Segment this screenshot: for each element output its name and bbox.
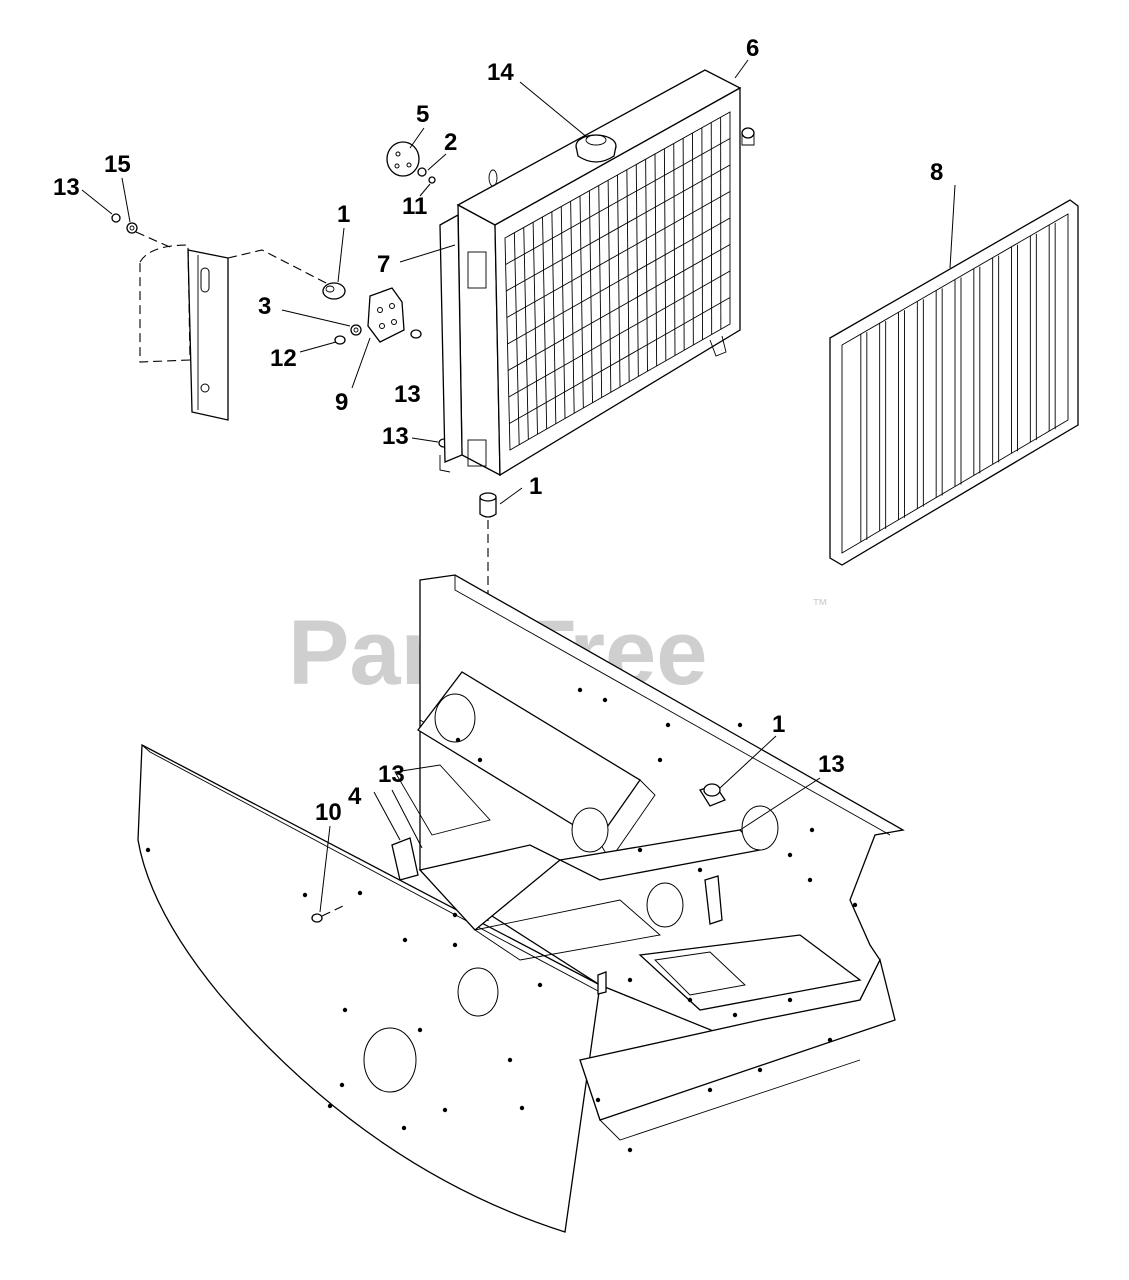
callout-1-lower: 1 — [529, 473, 542, 500]
callout-3: 3 — [258, 293, 271, 320]
callout-13-frame-right: 13 — [818, 751, 845, 778]
machine-frame — [137, 574, 905, 1233]
callout-labels: 14 6 5 2 11 13 15 1 7 8 3 12 9 13 13 1 1… — [53, 35, 943, 826]
watermark-trademark: ™ — [812, 597, 828, 614]
callout-2: 2 — [444, 129, 457, 156]
callout-7: 7 — [377, 251, 390, 278]
callout-1-frame: 1 — [772, 711, 785, 738]
frame-holes — [145, 687, 858, 1153]
leader-lines — [81, 59, 956, 913]
callout-11: 11 — [402, 193, 427, 220]
callout-13-radiator: 13 — [382, 423, 409, 450]
grille-screen — [829, 199, 1079, 566]
callout-13-center: 13 — [394, 381, 421, 408]
callout-12: 12 — [270, 345, 297, 372]
callout-6: 6 — [746, 35, 759, 62]
callout-13-top-left: 13 — [53, 174, 80, 201]
radiator-assembly — [439, 69, 755, 477]
callout-15: 15 — [104, 151, 131, 178]
callout-13-frame-left: 13 — [378, 761, 405, 788]
callout-4: 4 — [348, 783, 362, 810]
shroud-bracket — [139, 244, 331, 421]
callout-1-upper: 1 — [337, 201, 350, 228]
callout-8: 8 — [930, 159, 943, 186]
callout-9: 9 — [335, 389, 348, 416]
callout-5: 5 — [416, 101, 429, 128]
callout-14: 14 — [487, 59, 514, 86]
callout-10: 10 — [315, 799, 342, 826]
